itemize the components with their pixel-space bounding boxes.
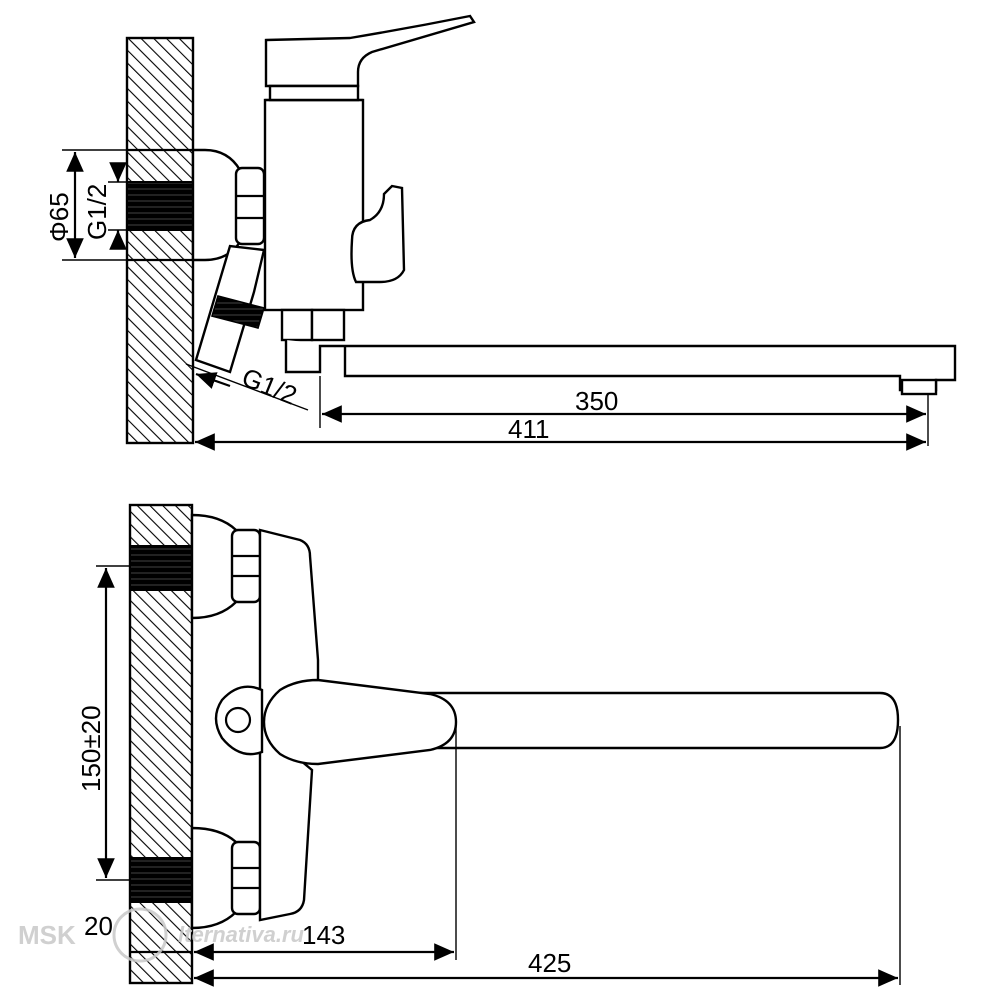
bottom-nuts-side (280, 308, 346, 342)
watermark-emblem-icon (112, 907, 168, 963)
eccentric-fitting-side (191, 148, 242, 262)
inlet-thread-side (126, 181, 194, 231)
nut-side (234, 166, 266, 246)
nut-top-upper (230, 528, 262, 604)
shower-thread-side (210, 295, 266, 329)
dim-total-reach: 425 (528, 948, 571, 978)
lever-handle-side (264, 14, 476, 88)
dim-overall-length: 411 (508, 414, 549, 444)
watermark-brand: MSK (18, 920, 76, 950)
dim-spout-length: 350 (575, 386, 618, 416)
dim-inlet-spacing: 150±20 (76, 705, 106, 792)
nut-top-lower (230, 840, 262, 916)
top-view: 150±20 20 143 425 (76, 503, 901, 987)
dim-handle-reach: 143 (302, 920, 345, 950)
eccentric-top-lower (190, 826, 238, 930)
side-view: Φ65 G1/2 G1/2 350 411 (44, 14, 957, 451)
lever-handle-top (262, 678, 458, 766)
wall-section-side (125, 36, 195, 445)
dim-wall-offset: 20 (84, 911, 113, 941)
diverter-knob-side (350, 184, 406, 284)
watermark-site: lternativa.ru (178, 922, 304, 947)
mixer-body-side (263, 98, 365, 312)
eccentric-top-upper (190, 513, 238, 620)
inlet-hole-top (224, 706, 252, 734)
inlet-thread-top-lower (129, 857, 193, 903)
spout-side (284, 340, 957, 392)
watermark: MSK lternativa.ru (18, 907, 304, 963)
spout-top (418, 691, 900, 750)
dim-outer-diameter: Φ65 (44, 192, 74, 242)
inlet-thread-top-upper (129, 545, 193, 591)
dim-inlet-thread: G1/2 (82, 184, 112, 240)
